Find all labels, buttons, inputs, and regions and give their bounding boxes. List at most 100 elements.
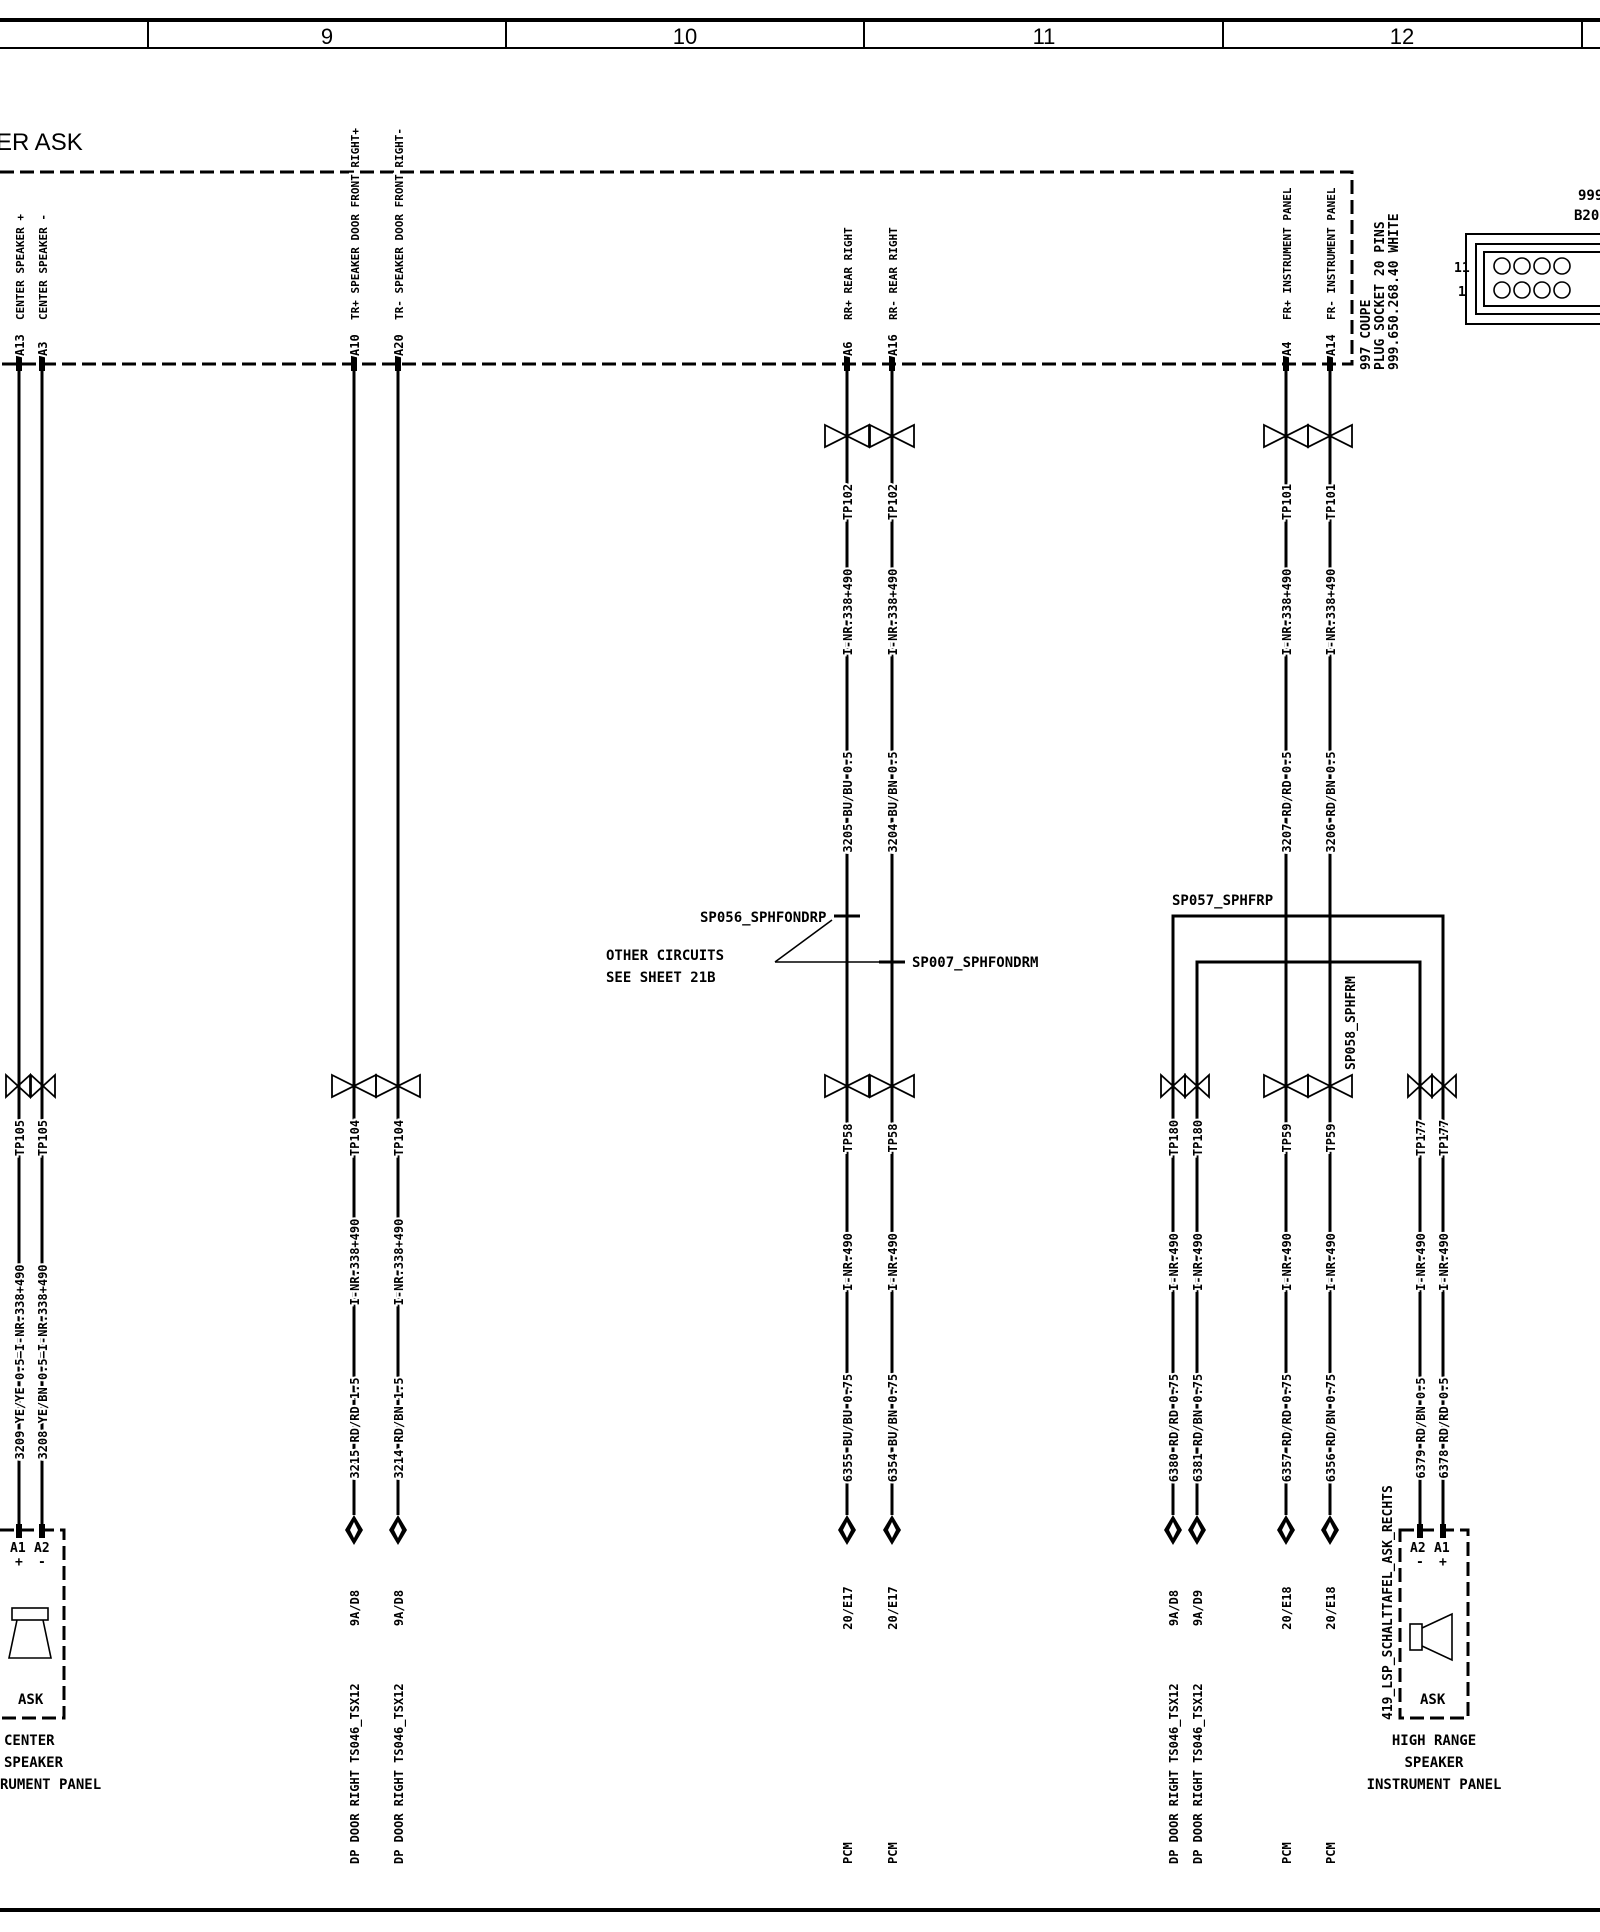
connector-label-line: 997 COUPE	[1359, 300, 1374, 370]
pin-label: A4	[1280, 342, 1294, 356]
pin-label: A20	[392, 334, 406, 356]
wire-spec: 6357 RD/RD 0.75	[1280, 1374, 1294, 1482]
test-point-label: TP104	[392, 1120, 406, 1156]
splice-label: SP058_SPHFRM	[1344, 976, 1359, 1070]
signal-label: RR- REAR RIGHT	[887, 227, 900, 320]
center-speaker-box-label: ASK	[18, 1692, 44, 1708]
connector-partial-id: B20	[1574, 208, 1599, 224]
circuit-note: I-NR.490	[1280, 1233, 1294, 1291]
circuit-note: I-NR.338+490	[886, 569, 900, 656]
pin-label: A13	[13, 334, 27, 356]
plug-label: 20/E18	[1280, 1586, 1294, 1629]
pin-stubs	[16, 355, 1333, 371]
pin-label: A3	[36, 342, 50, 356]
plug-socket-icon: 999 B20 11 1	[1454, 188, 1600, 325]
wire-spec: 6378 RD/RD 0.5	[1437, 1377, 1451, 1478]
circuit-note: I-NR.490	[1324, 1233, 1338, 1291]
connector-label-line: PLUG SOCKET 20 PINS	[1373, 221, 1388, 370]
center-speaker-pin: A2	[34, 1541, 50, 1556]
high-range-speaker: A2 A1 - + ASK 419_LSP_SCHALTTAFEL_ASK_RE…	[1367, 1485, 1502, 1793]
plug-label: 20/E18	[1324, 1586, 1338, 1629]
test-point-label: TP105	[13, 1120, 27, 1156]
wire-spec: 3214 RD/BN 1.5	[392, 1377, 406, 1478]
high-range-pin: A2	[1410, 1541, 1426, 1556]
destination-label: PCM	[1324, 1842, 1338, 1864]
column-number: 12	[1390, 24, 1414, 49]
connector-partial-id: 999	[1578, 188, 1600, 204]
center-speaker-sign: +	[15, 1555, 23, 1570]
splice-note: OTHER CIRCUITS	[606, 948, 724, 964]
wire-spec: 3208 YE/BN 0.5—I-NR.338+490	[36, 1264, 50, 1459]
test-point-label: TP101	[1280, 484, 1294, 520]
branch-wires	[1171, 914, 1445, 1532]
signal-label: RR+ REAR RIGHT	[842, 227, 855, 320]
wire-spec: 6379 RD/BN 0.5	[1414, 1377, 1428, 1478]
speaker-icon	[8, 1607, 52, 1659]
signal-label: TR- SPEAKER DOOR FRONT RIGHT-	[393, 128, 406, 320]
circuit-note: I-NR.338+490	[1324, 569, 1338, 656]
destination-label: PCM	[1280, 1842, 1294, 1864]
center-speaker: A1 A2 + - ASK CENTER SPEAKER RUMENT PANE…	[0, 1524, 101, 1793]
connector-label-line: 999.650.268.40 WHITE	[1387, 213, 1402, 370]
plug-label: 9A/D8	[392, 1590, 406, 1626]
splice-points	[834, 904, 1343, 974]
splice-label: SP056_SPHFONDRP	[700, 910, 826, 926]
destination-label: PCM	[886, 1842, 900, 1864]
splice-note-leader	[774, 919, 880, 963]
center-speaker-caption: RUMENT PANEL	[0, 1777, 101, 1793]
test-point-label: TP177	[1437, 1120, 1451, 1156]
plug-label: 9A/D8	[348, 1590, 362, 1626]
test-point-label: TP102	[841, 484, 855, 520]
wire-spec: 6356 RD/BN 0.75	[1324, 1374, 1338, 1482]
high-range-caption: INSTRUMENT PANEL	[1367, 1777, 1502, 1793]
signal-label: CENTER SPEAKER +	[14, 214, 27, 320]
wire-spec: 3206 RD/BN 0.5	[1324, 751, 1338, 852]
circuit-note: I-NR.338+490	[392, 1219, 406, 1306]
splice-label: SP057_SPHFRP	[1172, 893, 1273, 909]
pin-label: A6	[841, 342, 855, 356]
connector-pin-label: 11	[1454, 261, 1470, 276]
signal-label: FR+ INSTRUMENT PANEL	[1281, 187, 1294, 320]
test-point-label: TP58	[841, 1124, 855, 1153]
signal-label: FR- INSTRUMENT PANEL	[1325, 187, 1338, 320]
test-point-label: TP104	[348, 1120, 362, 1156]
high-range-caption: HIGH RANGE	[1392, 1733, 1476, 1749]
frame-header: 9 10 11 12	[0, 18, 1600, 1912]
circuit-note: I-NR.490	[1191, 1233, 1205, 1291]
plug-label: 9A/D8	[1167, 1590, 1181, 1626]
unit-title: ER ASK	[0, 129, 83, 156]
test-point-label: TP102	[886, 484, 900, 520]
test-point-label: TP101	[1324, 484, 1338, 520]
high-range-sign: +	[1439, 1555, 1447, 1570]
test-point-label: TP105	[36, 1120, 50, 1156]
pin-label: A14	[1324, 334, 1338, 356]
unit-box	[0, 170, 1354, 366]
wire-spec: 3207 RD/RD 0.5	[1280, 751, 1294, 852]
circuit-note: I-NR.338+490	[1280, 569, 1294, 656]
destination-label: DP DOOR RIGHT TS046_TSX12	[392, 1683, 407, 1864]
splice-label: SP007_SPHFONDRM	[912, 955, 1038, 971]
wire-spec: 3215 RD/RD 1.5	[348, 1377, 362, 1478]
center-speaker-pin: A1	[10, 1541, 26, 1556]
circuit-note: I-NR.338+490	[348, 1219, 362, 1306]
test-point-symbols	[5, 423, 1457, 1100]
high-range-pin: A1	[1434, 1541, 1450, 1556]
destination-label: DP DOOR RIGHT TS046_TSX12	[348, 1683, 363, 1864]
column-number: 11	[1033, 24, 1056, 49]
test-point-label: TP59	[1280, 1124, 1294, 1153]
test-point-label: TP180	[1191, 1120, 1205, 1156]
plug-label: 20/E17	[886, 1586, 900, 1629]
wire-spec: 6354 BU/BN 0.75	[886, 1374, 900, 1482]
wire-spec: 6380 RD/RD 0.75	[1167, 1374, 1181, 1482]
high-range-sign: -	[1416, 1555, 1424, 1570]
circuit-note: I-NR.490	[886, 1233, 900, 1291]
circuit-note: I-NR.490	[1414, 1233, 1428, 1291]
circuit-note: I-NR.338+490	[841, 569, 855, 656]
pin-label: A16	[886, 334, 900, 356]
high-range-id: 419_LSP_SCHALTTAFEL_ASK_RECHTS	[1381, 1485, 1396, 1720]
destination-label: DP DOOR RIGHT TS046_TSX12	[1191, 1683, 1206, 1864]
test-point-label: TP58	[886, 1124, 900, 1153]
test-point-label: TP180	[1167, 1120, 1181, 1156]
column-number: 9	[321, 24, 333, 49]
